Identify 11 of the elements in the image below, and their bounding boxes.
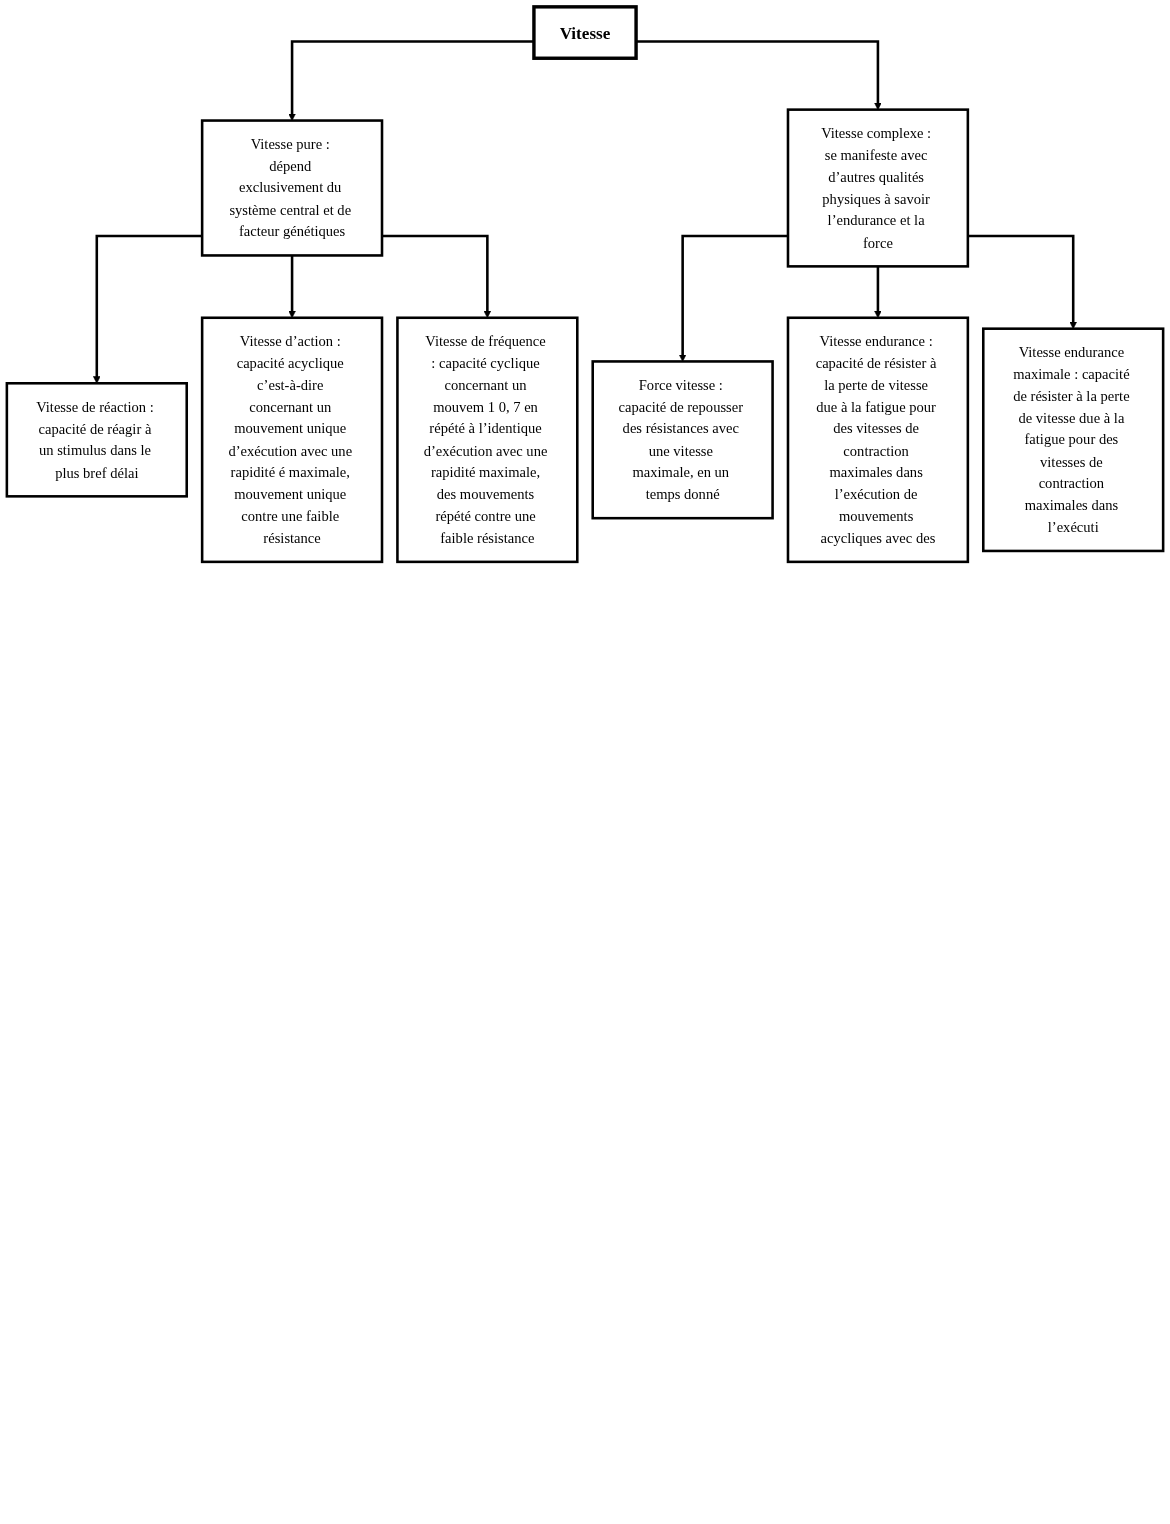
node-box: Force vitesse : capacité de repousser des résistances avec une vitesse maximale, en un temps donné xyxy=(591,360,774,520)
node-box: Vitesse d’action : capacité acyclique c’est-à-dire concernant un mouvement unique d’exécution avec une rapidité é maximale, mouvement unique contre une faible résistance xyxy=(200,316,384,564)
arrow xyxy=(678,234,788,362)
node-box: Vitesse xyxy=(532,5,638,60)
node-box: Vitesse de fréquence : capacité cyclique concernant un mouvem 1 0, 7 en répété à l’identique d’exécution avec une rapidité maximale, des mouvements répété contre une faible résistance xyxy=(396,316,579,564)
node-box: Vitesse pure : dépend exclusivement du système central et de facteur génétiques xyxy=(200,119,384,257)
node-box: Vitesse endurance maximale : capacité de résister à la perte de vitesse due à la fatigue pour des vitesses de contraction maximales dans l’exécuti xyxy=(982,327,1165,553)
node-box: Vitesse endurance : capacité de résister à la perte de vitesse due à la fatigue pour des vitesses de contraction maximales dans l’exécution de mouvements acycliques avec des xyxy=(786,316,970,564)
arrow xyxy=(93,234,203,384)
node-box: Vitesse de réaction : capacité de réagir à un stimulus dans le plus bref délai xyxy=(5,382,188,498)
node-box: Vitesse complexe : se manifeste avec d’autres qualités physiques à savoir l’endurance et la force xyxy=(786,108,970,268)
